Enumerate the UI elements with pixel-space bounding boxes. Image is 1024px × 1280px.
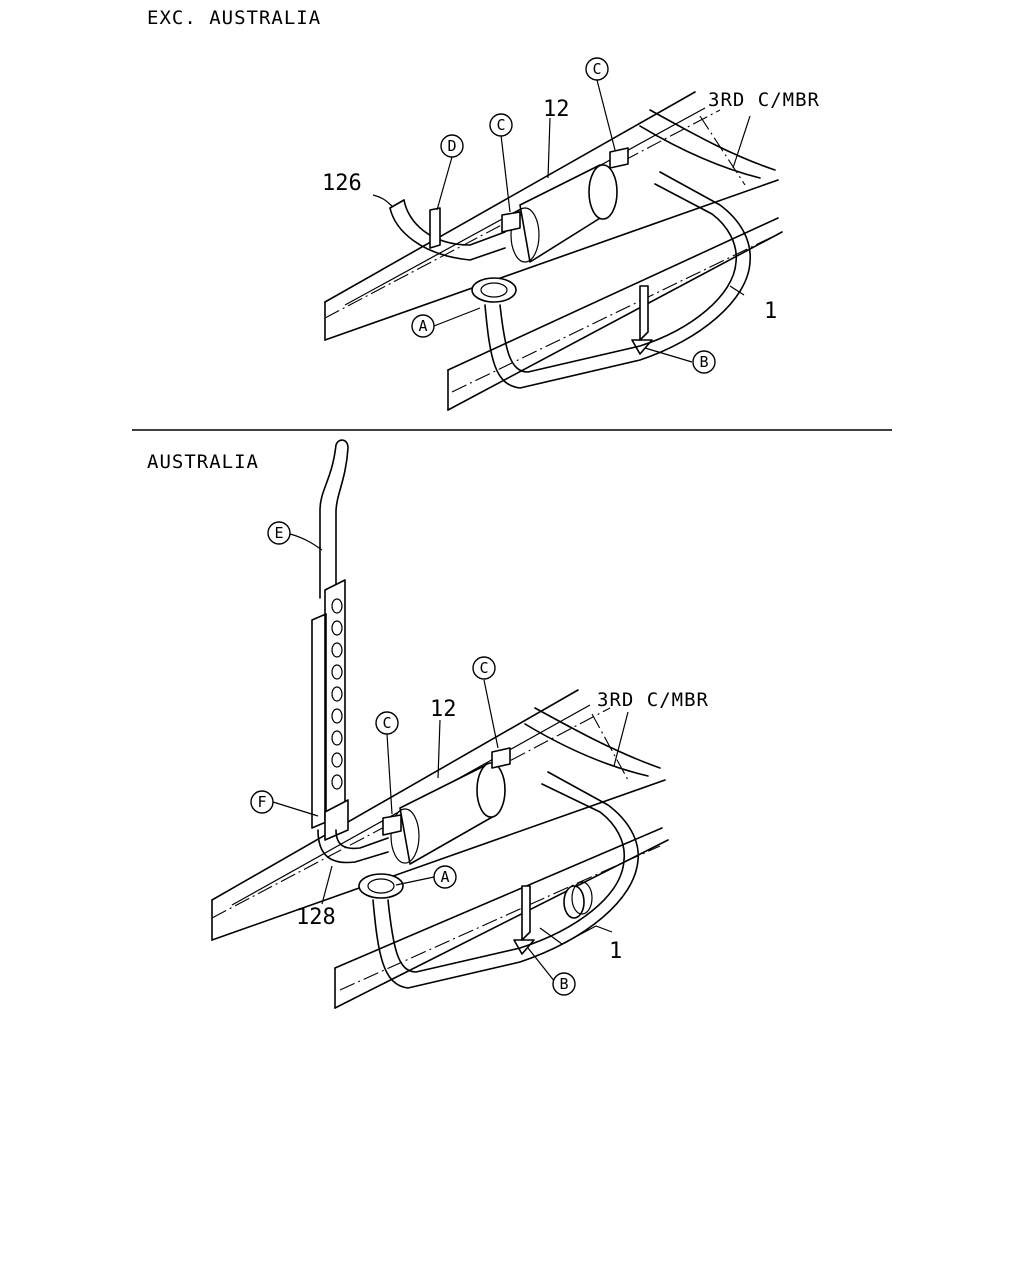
leader-c1 xyxy=(386,733,393,815)
clamp xyxy=(382,747,511,836)
section-exc-australia: EXC. AUSTRALIA xyxy=(147,7,820,411)
clamp xyxy=(501,147,629,233)
hanger-bracket xyxy=(631,285,653,355)
leader-126 xyxy=(372,194,393,207)
svg-text:B: B xyxy=(559,975,568,993)
svg-text:F: F xyxy=(257,793,266,811)
section-heading: AUSTRALIA xyxy=(147,451,259,473)
flange xyxy=(358,873,404,899)
leader-c2 xyxy=(483,679,499,749)
section-australia: AUSTRALIA xyxy=(147,439,709,1009)
callout-c: C xyxy=(489,113,513,137)
exhaust-pipe xyxy=(484,171,751,389)
leader-12 xyxy=(547,117,551,179)
leader-128 xyxy=(321,865,333,905)
svg-text:E: E xyxy=(274,524,283,542)
leader-a xyxy=(395,876,435,886)
leader-12 xyxy=(437,719,441,779)
callout-c: C xyxy=(375,711,399,735)
leader-crossmember xyxy=(732,115,751,169)
svg-text:D: D xyxy=(447,137,456,155)
muffler xyxy=(510,164,618,263)
frame-rail-lower xyxy=(447,217,783,411)
leader-b xyxy=(644,347,693,363)
leader-d xyxy=(436,156,453,211)
svg-text:A: A xyxy=(440,868,449,886)
leader-c1 xyxy=(500,134,511,213)
leader-e xyxy=(289,533,323,551)
callout-b: B xyxy=(552,972,576,996)
callout-a: A xyxy=(433,865,457,889)
svg-text:B: B xyxy=(699,353,708,371)
callout-d: D xyxy=(440,134,464,158)
svg-text:A: A xyxy=(418,317,427,335)
callout-a: A xyxy=(411,314,435,338)
section-heading: EXC. AUSTRALIA xyxy=(147,7,321,29)
svg-text:C: C xyxy=(496,116,505,134)
leader-b xyxy=(527,947,556,983)
label-crossmember: 3RD C/MBR xyxy=(597,689,709,711)
elbow-pipe xyxy=(317,829,389,864)
flange xyxy=(471,277,517,303)
hanger-bracket xyxy=(513,885,535,955)
label-126: 126 xyxy=(322,171,362,196)
callout-c: C xyxy=(585,57,609,81)
exhaust-pipe xyxy=(372,771,639,989)
label-128: 128 xyxy=(296,905,336,930)
label-1: 1 xyxy=(609,939,622,964)
callout-c: C xyxy=(472,656,496,680)
leader-1 xyxy=(539,925,613,945)
leader-c2 xyxy=(596,79,616,151)
label-1: 1 xyxy=(764,299,777,324)
callout-e: E xyxy=(267,521,291,545)
third-crossmember xyxy=(524,707,661,781)
muffler xyxy=(390,762,506,865)
svg-text:C: C xyxy=(479,659,488,677)
tail-pipe xyxy=(389,199,506,261)
callout-f: F xyxy=(250,790,274,814)
pipe-clamp xyxy=(563,881,593,919)
third-crossmember xyxy=(639,109,776,186)
label-crossmember: 3RD C/MBR xyxy=(708,89,820,111)
leader-a xyxy=(433,307,481,327)
label-12: 12 xyxy=(430,697,457,722)
leader-crossmember xyxy=(613,711,629,767)
svg-text:C: C xyxy=(382,714,391,732)
svg-text:C: C xyxy=(592,60,601,78)
frame-rail-lower xyxy=(334,827,669,1009)
stack-guard xyxy=(311,579,349,841)
leader-1 xyxy=(729,285,745,296)
label-12: 12 xyxy=(543,97,570,122)
callout-b: B xyxy=(692,350,716,374)
leader-f xyxy=(272,801,319,817)
stack-pipe xyxy=(319,439,349,599)
